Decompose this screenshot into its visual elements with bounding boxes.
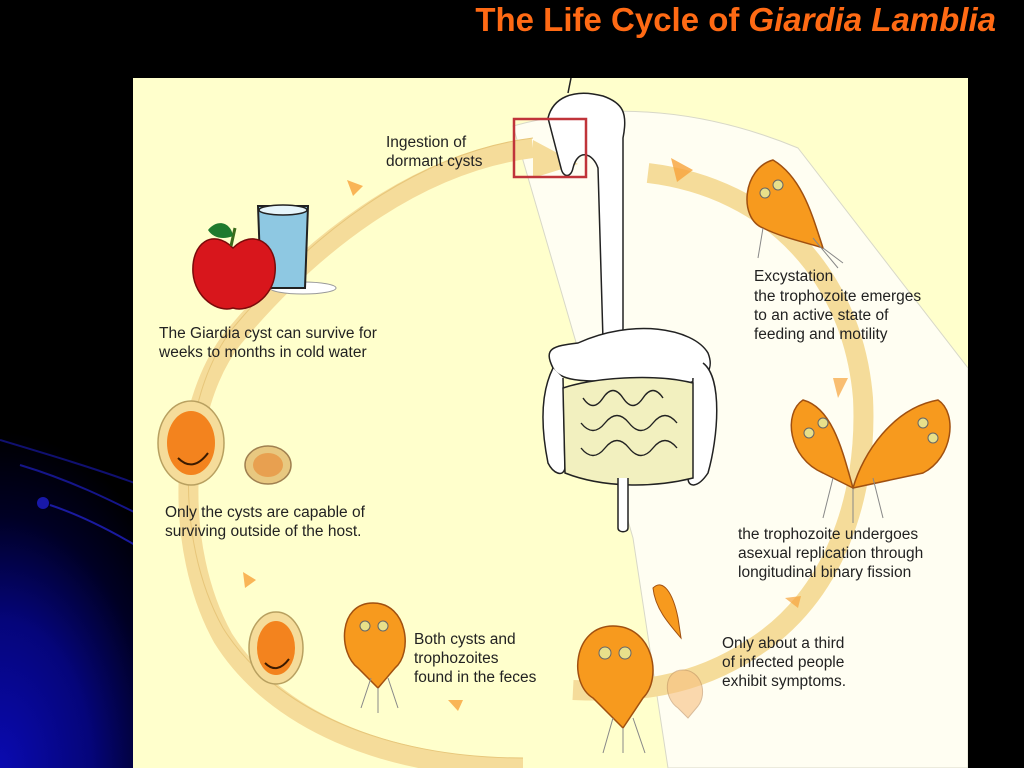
label-symptoms: Only about a third of infected people ex… bbox=[722, 635, 847, 690]
label-replication: the trophozoite undergoes asexual replic… bbox=[738, 526, 924, 581]
dividing-trophozoites-icon bbox=[790, 399, 951, 523]
mouth-highlight-box bbox=[512, 117, 588, 179]
apple-icon bbox=[192, 223, 276, 310]
label-outside-host: Only the cysts are capable of surviving … bbox=[165, 504, 365, 540]
digestive-system-icon bbox=[542, 78, 718, 533]
title-italic: Giardia Lamblia bbox=[748, 1, 996, 38]
title-plain: The Life Cycle of bbox=[475, 1, 740, 38]
label-excystation: Excystation the trophozoite emerges to a… bbox=[754, 268, 922, 343]
life-cycle-diagram: Ingestion of dormant cysts Excystation t… bbox=[133, 78, 968, 768]
label-ingestion: Ingestion of dormant cysts bbox=[386, 134, 483, 170]
cyst-icon bbox=[248, 611, 304, 685]
background-swoosh-lines bbox=[0, 439, 140, 549]
label-feces: Both cysts and trophozoites found in the… bbox=[414, 631, 537, 686]
trophozoite-icon bbox=[343, 602, 406, 713]
trophozoite-icon bbox=[576, 584, 703, 754]
trophozoite-icon bbox=[746, 159, 844, 269]
cyst-icon bbox=[157, 400, 292, 486]
excystation-title: Excystation bbox=[754, 268, 834, 285]
label-cold-water: The Giardia cyst can survive for weeks t… bbox=[159, 325, 377, 361]
